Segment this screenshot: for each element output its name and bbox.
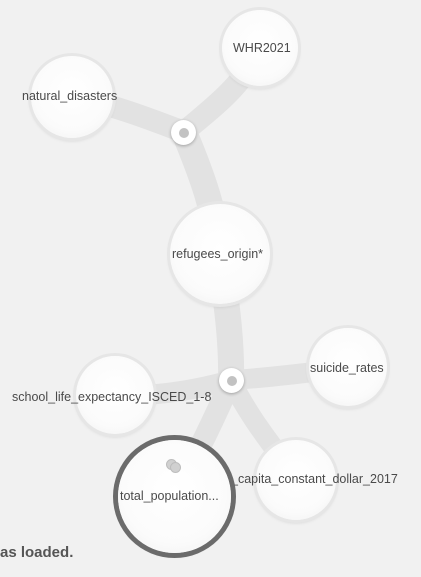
node-total-population[interactable]: [118, 440, 231, 553]
node-label-gdp-per-capita[interactable]: _capita_constant_dollar_2017: [231, 472, 398, 486]
stack-icon: [166, 459, 182, 473]
junction-dot: [226, 375, 237, 386]
node-label-refugees-origin[interactable]: refugees_origin*: [172, 247, 264, 261]
node-gdp-per-capita[interactable]: [256, 440, 336, 520]
node-label-whr2021[interactable]: WHR2021: [233, 41, 291, 55]
node-label-total-population[interactable]: total_population...: [120, 489, 219, 503]
junction-node-lower[interactable]: [219, 368, 244, 393]
junction-node-upper[interactable]: [171, 120, 196, 145]
node-label-natural-disasters[interactable]: natural_disasters: [22, 89, 118, 103]
node-suicide-rates[interactable]: [309, 328, 387, 406]
junction-dot: [178, 127, 189, 138]
node-label-suicide-rates[interactable]: suicide_rates: [310, 361, 384, 375]
node-label-school-life-expectancy[interactable]: school_life_expectancy_ISCED_1-8: [12, 390, 212, 404]
status-message: as loaded.: [0, 544, 74, 561]
node-school-life-expectancy[interactable]: [76, 356, 154, 434]
node-natural-disasters[interactable]: [31, 56, 113, 138]
node-refugees-origin[interactable]: [170, 204, 270, 304]
node-whr2021[interactable]: [222, 10, 298, 86]
